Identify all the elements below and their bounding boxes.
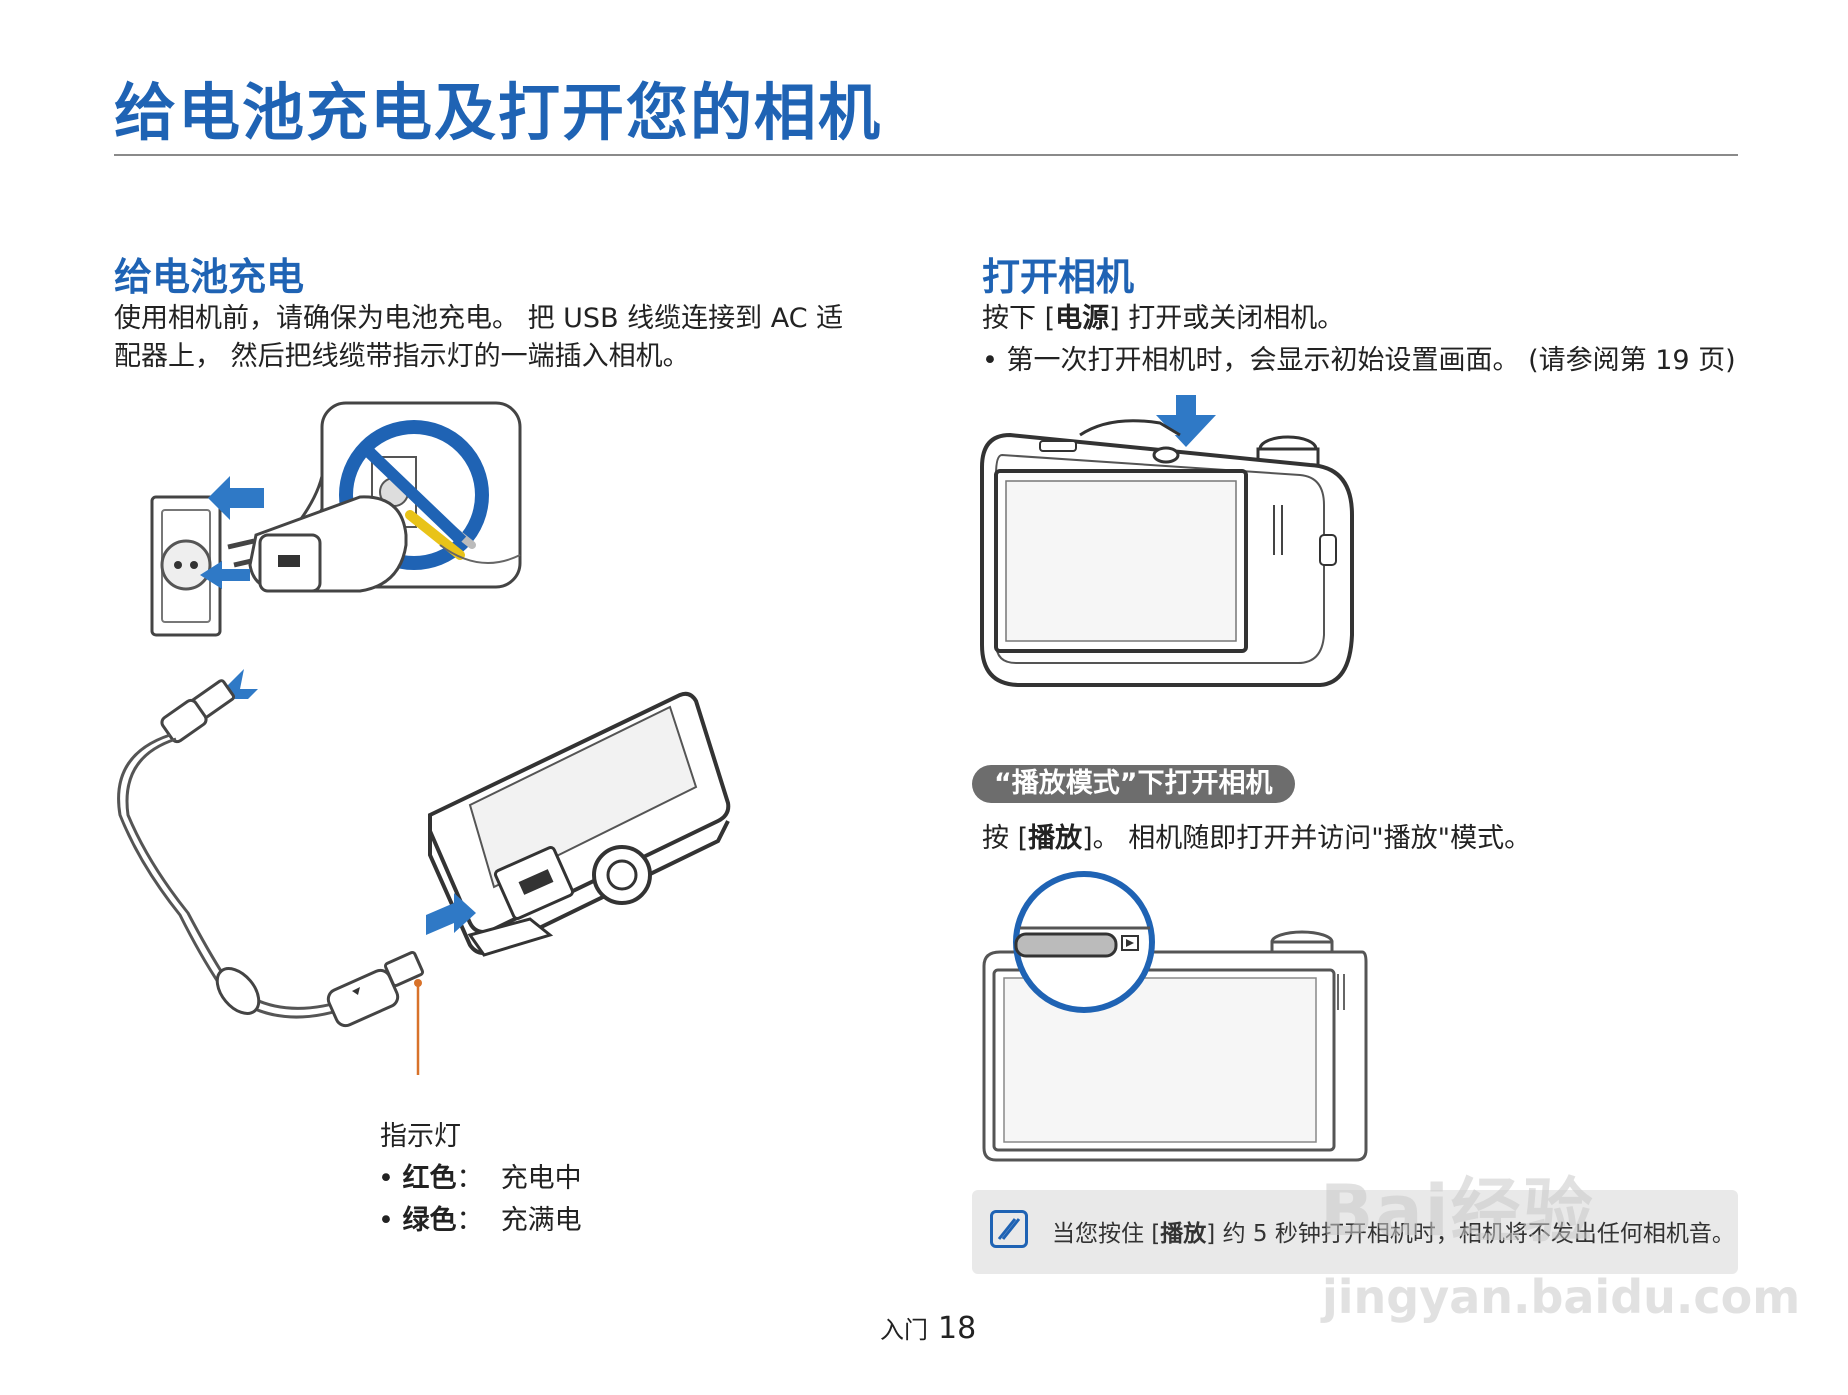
footer-label: 入门 <box>880 1316 928 1344</box>
watermark-url: jingyan.baidu.com <box>1322 1270 1801 1324</box>
outlet-arrow-icon <box>200 561 250 589</box>
playback-text: 按 [播放]。 相机随即打开并访问"播放"模式。 <box>982 823 1532 854</box>
page-footer: 入门 18 <box>880 1310 976 1346</box>
title-divider <box>114 154 1738 156</box>
charging-illustration <box>117 401 731 1075</box>
indicator-list: 红色： 充电中 绿色： 充满电 <box>378 1160 582 1240</box>
note-box: 当您按住 [播放] 约 5 秒钟打开相机时，相机将不发出任何相机音。 <box>972 1190 1738 1274</box>
page-number: 18 <box>938 1311 977 1346</box>
indicator-label: 指示灯 <box>380 1121 461 1152</box>
indicator-item-red: 红色： 充电中 <box>378 1160 582 1198</box>
power-on-text: 按下 [电源] 打开或关闭相机。 第一次打开相机时，会显示初始设置画面。 (请参… <box>982 300 1736 380</box>
charge-intro-line1: 使用相机前，请确保为电池充电。 把 USB 线缆连接到 AC 适 <box>114 303 844 334</box>
charge-intro: 使用相机前，请确保为电池充电。 把 USB 线缆连接到 AC 适 配器上， 然后… <box>114 300 843 376</box>
charge-intro-line2: 配器上， 然后把线缆带指示灯的一端插入相机。 <box>114 341 690 372</box>
camera-charging-icon <box>428 691 731 957</box>
watermark-logo: Bai经验 <box>1320 1170 1595 1252</box>
ac-adapter-icon <box>227 495 408 593</box>
page-title: 给电池充电及打开您的相机 <box>114 76 883 149</box>
usb-plug-top-icon <box>160 679 236 744</box>
power-button-icon <box>1152 446 1180 464</box>
playback-camera-illustration <box>982 871 1368 1162</box>
camera-port-arrow-icon <box>426 893 476 935</box>
wall-outlet-icon <box>150 495 222 637</box>
power-on-heading: 打开相机 <box>982 255 1135 299</box>
note-text: 当您按住 [播放] 约 5 秒钟打开相机时，相机将不发出任何相机音。 <box>1052 1221 1735 1247</box>
note-icon <box>990 1210 1028 1248</box>
playback-slider-icon <box>1014 932 1118 958</box>
charge-heading: 给电池充电 <box>114 255 305 299</box>
power-on-bullet: 第一次打开相机时，会显示初始设置画面。 (请参阅第 19 页) <box>982 342 1736 380</box>
power-button-arrow-icon <box>1156 395 1216 447</box>
power-on-line1: 按下 [电源] 打开或关闭相机。 <box>982 303 1345 334</box>
indicator-item-green: 绿色： 充满电 <box>378 1202 582 1240</box>
usb-plug-camera-icon <box>326 950 425 1028</box>
power-camera-illustration <box>980 395 1354 687</box>
playback-mode-pill: “播放模式”下打开相机 <box>972 765 1295 803</box>
ferrite-core-icon <box>215 967 261 1015</box>
plug-in-arrow-icon <box>208 476 264 520</box>
